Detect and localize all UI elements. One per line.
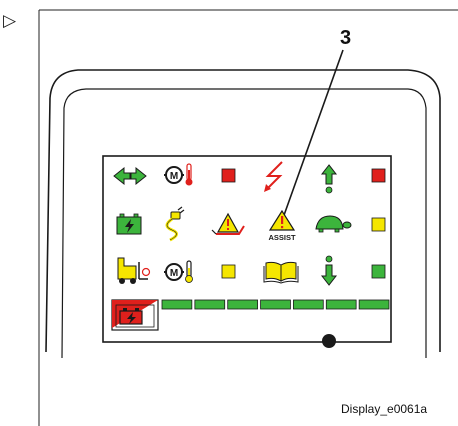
plug-cable-icon <box>165 206 185 242</box>
charge-segment <box>358 299 390 310</box>
motor-temperature-icon: M <box>164 163 193 186</box>
down-arrow-icon <box>320 255 338 286</box>
charge-segments <box>161 299 390 310</box>
turtle-icon <box>315 215 352 233</box>
charge-segment <box>325 299 357 310</box>
red-indicator <box>221 168 236 183</box>
charge-segment <box>161 299 193 310</box>
lift-truck-icon <box>117 257 151 284</box>
yellow-indicator <box>221 264 236 279</box>
charge-segment <box>227 299 258 310</box>
display-housing-outer <box>45 69 441 353</box>
green-indicator <box>371 264 386 279</box>
figure-caption: Display_e0061a <box>341 402 427 416</box>
svg-text:M: M <box>170 171 178 182</box>
lightning-arrow-icon <box>264 161 283 192</box>
open-book-icon <box>263 261 299 284</box>
motor-temperature-icon: M <box>164 260 193 283</box>
battery-charging-icon <box>116 213 142 235</box>
display-housing-inner <box>61 88 427 359</box>
charge-segment <box>293 299 324 310</box>
up-arrow-icon <box>320 164 338 194</box>
assist-warning-icon: ASSIST <box>268 209 296 242</box>
yellow-indicator <box>371 217 386 232</box>
callout-leader <box>282 49 344 219</box>
marker-triangle: ▷ <box>3 11 17 30</box>
display-button <box>322 334 336 348</box>
charge-segment <box>194 299 226 310</box>
assist-label: ASSIST <box>268 233 296 242</box>
callout-number: 3 <box>340 27 351 49</box>
battery-status-icon <box>111 299 159 331</box>
left-right-arrows-icon <box>113 166 147 186</box>
display-screen <box>102 155 392 343</box>
charge-segment <box>260 299 291 310</box>
warning-triangle-icon <box>211 212 245 235</box>
red-indicator <box>371 168 386 183</box>
svg-text:M: M <box>170 268 178 279</box>
